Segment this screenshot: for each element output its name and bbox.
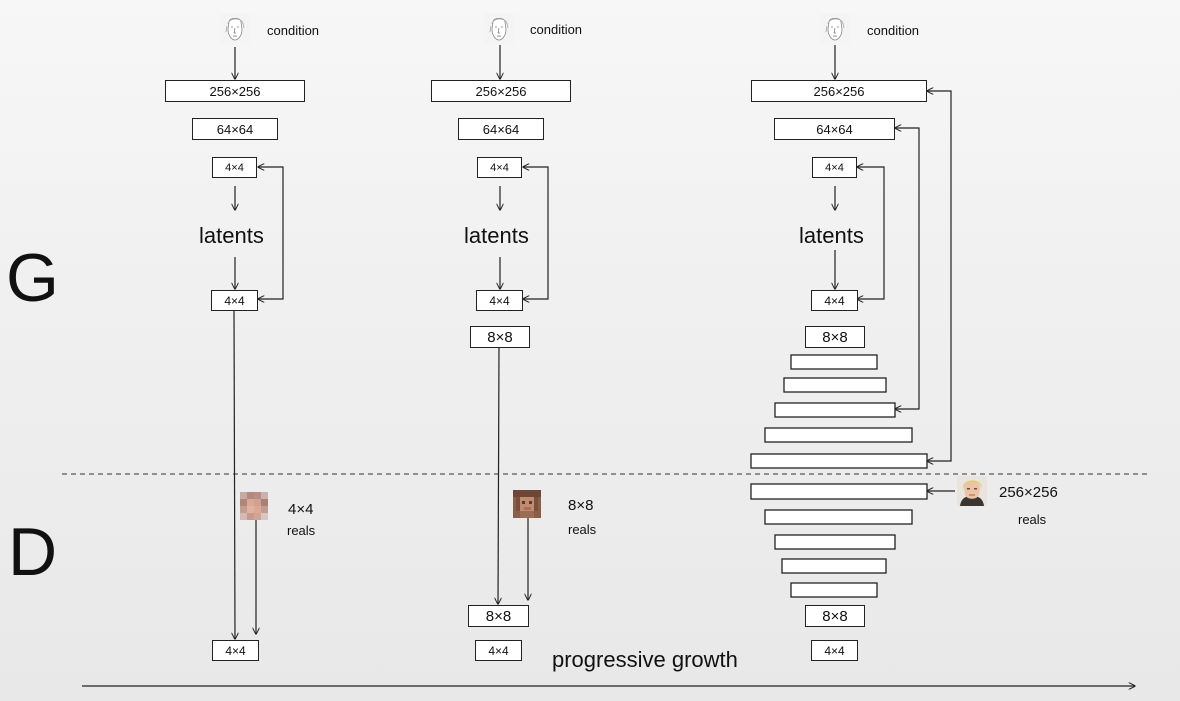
- stage1-box-d-4: 4×4: [212, 640, 259, 661]
- stage2-box-256: 256×256: [431, 80, 571, 102]
- stage1-box-64: 64×64: [192, 118, 278, 140]
- generator-label: G: [6, 240, 59, 316]
- stage3-box-8: 8×8: [805, 326, 865, 348]
- stage2-condition-sketch-icon: [483, 13, 515, 45]
- stage3-box-256: 256×256: [751, 80, 927, 102]
- stage2-box-4-bottom: 4×4: [476, 290, 523, 311]
- stage2-condition-label: condition: [530, 22, 583, 37]
- discriminator-label: D: [8, 514, 58, 590]
- stage1-box-256: 256×256: [165, 80, 305, 102]
- stage3-discriminator-blocks: [750, 483, 928, 598]
- stage1-condition-label: condition: [267, 23, 320, 38]
- stage2-box-d-8: 8×8: [468, 605, 529, 627]
- stage2-box-8: 8×8: [470, 326, 530, 348]
- stage2-reals-pixelated-face-icon: [513, 490, 541, 518]
- stage1-reals-pixelated-face-icon: [240, 492, 268, 520]
- stage1-latents-label: latents: [199, 223, 264, 248]
- stage3-box-4-top: 4×4: [812, 157, 857, 178]
- stage1-connectors: [234, 47, 284, 639]
- stage2-connectors: [498, 45, 549, 604]
- stage3-connectors: [835, 45, 955, 491]
- stage3-box-4-bottom: 4×4: [811, 290, 858, 311]
- stage3-condition-label: condition: [867, 23, 920, 38]
- stage3-reals-label: reals: [1018, 512, 1047, 527]
- stage3-reals-resolution: 256×256: [999, 484, 1058, 501]
- stage3-condition-sketch-icon: [819, 13, 851, 45]
- stage3-reals-face-photo-icon: [957, 476, 987, 506]
- stage2-latents-label: latents: [464, 223, 529, 248]
- stage1-reals-label: reals: [287, 523, 316, 538]
- stage3-box-d-8: 8×8: [805, 605, 865, 627]
- stage3-box-64: 64×64: [774, 118, 895, 140]
- stage1-box-4-top: 4×4: [212, 157, 257, 178]
- stage1-box-4-bottom: 4×4: [211, 290, 258, 311]
- stage3-latents-label: latents: [799, 223, 864, 248]
- progressive-growth-label: progressive growth: [552, 647, 738, 672]
- stage2-box-64: 64×64: [458, 118, 544, 140]
- stage1-reals-resolution: 4×4: [288, 501, 314, 518]
- stage1-condition-sketch-icon: [219, 13, 251, 45]
- stage2-reals-resolution: 8×8: [568, 497, 594, 514]
- stage2-box-4-top: 4×4: [477, 157, 522, 178]
- stage3-box-d-4: 4×4: [811, 640, 858, 661]
- stage2-reals-label: reals: [568, 522, 597, 537]
- stage2-box-d-4: 4×4: [475, 640, 522, 661]
- stage3-generator-blocks: [750, 354, 928, 469]
